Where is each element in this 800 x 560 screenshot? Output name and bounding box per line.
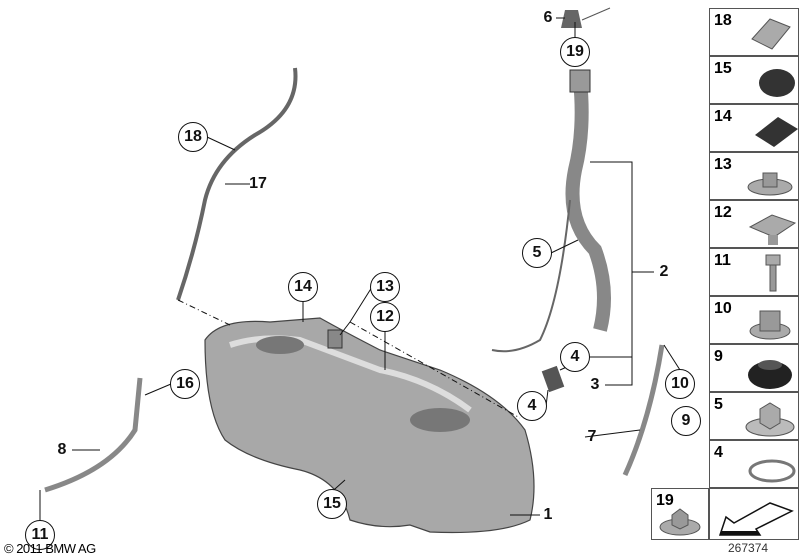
callout-7[interactable]: 7: [587, 428, 597, 445]
flange-nut-icon: [659, 508, 701, 536]
callout-10[interactable]: 10: [665, 369, 695, 399]
callout-4-lower[interactable]: 4: [517, 391, 547, 421]
part-number: 11: [714, 252, 731, 269]
bracket-8: [44, 377, 143, 493]
panel-part-14[interactable]: 14: [709, 104, 799, 152]
callout-11[interactable]: 11: [25, 520, 55, 550]
plug-icon: [759, 69, 795, 97]
callout-17[interactable]: 17: [249, 175, 267, 192]
fuel-tank: [204, 317, 535, 534]
strap-7: [622, 344, 665, 477]
screw-icon: [765, 254, 781, 292]
callout-9[interactable]: 9: [671, 406, 701, 436]
part-number: 18: [714, 12, 732, 29]
callout-19[interactable]: 19: [560, 37, 590, 67]
panel-part-13[interactable]: 13: [709, 152, 799, 200]
copyright: © 2011 BMW AG: [4, 541, 96, 556]
washer-nut-icon: [747, 172, 793, 196]
installation-arrow-cell: [709, 488, 799, 540]
part-number: 14: [714, 108, 732, 125]
callout-13[interactable]: 13: [370, 272, 400, 302]
callout-6[interactable]: 6: [543, 9, 553, 26]
callout-18[interactable]: 18: [178, 122, 208, 152]
part-number: 15: [714, 60, 732, 77]
panel-part-18[interactable]: 18: [709, 8, 799, 56]
grommet-icon: [748, 360, 792, 389]
callout-1[interactable]: 1: [543, 506, 553, 523]
fuel-line-17: [176, 67, 298, 301]
panel-part-11[interactable]: 11: [709, 248, 799, 296]
part-number: 9: [714, 348, 723, 365]
panel-part-19[interactable]: 19: [651, 488, 709, 540]
panel-part-15[interactable]: 15: [709, 56, 799, 104]
callout-12[interactable]: 12: [370, 302, 400, 332]
panel-part-10[interactable]: 10: [709, 296, 799, 344]
clip-icon: [751, 18, 791, 50]
callout-14[interactable]: 14: [288, 272, 318, 302]
callout-8[interactable]: 8: [57, 441, 67, 458]
callout-15[interactable]: 15: [317, 489, 347, 519]
part-number: 5: [714, 396, 723, 413]
callout-5[interactable]: 5: [522, 238, 552, 268]
pad-icon: [755, 117, 798, 147]
callout-16[interactable]: 16: [170, 369, 200, 399]
panel-part-4[interactable]: 4: [709, 440, 799, 488]
hex-nut-icon: [745, 402, 795, 437]
panel-part-12[interactable]: 12: [709, 200, 799, 248]
part-number: 19: [656, 492, 674, 509]
callout-2[interactable]: 2: [659, 263, 669, 280]
callout-3[interactable]: 3: [590, 376, 600, 393]
filler-pipe: [565, 79, 611, 332]
part-number: 4: [714, 444, 723, 461]
diagram-id: 267374: [728, 541, 769, 555]
hose-clamp-icon: [748, 459, 796, 483]
panel-part-5[interactable]: 5: [709, 392, 799, 440]
clip-nut-icon: [748, 214, 797, 245]
part-number: 13: [714, 156, 732, 173]
arrow-icon: [718, 502, 794, 536]
callout-4-upper[interactable]: 4: [560, 342, 590, 372]
part-number: 12: [714, 204, 732, 221]
collar-nut-icon: [749, 310, 791, 340]
panel-part-9[interactable]: 9: [709, 344, 799, 392]
part-number: 10: [714, 300, 732, 317]
